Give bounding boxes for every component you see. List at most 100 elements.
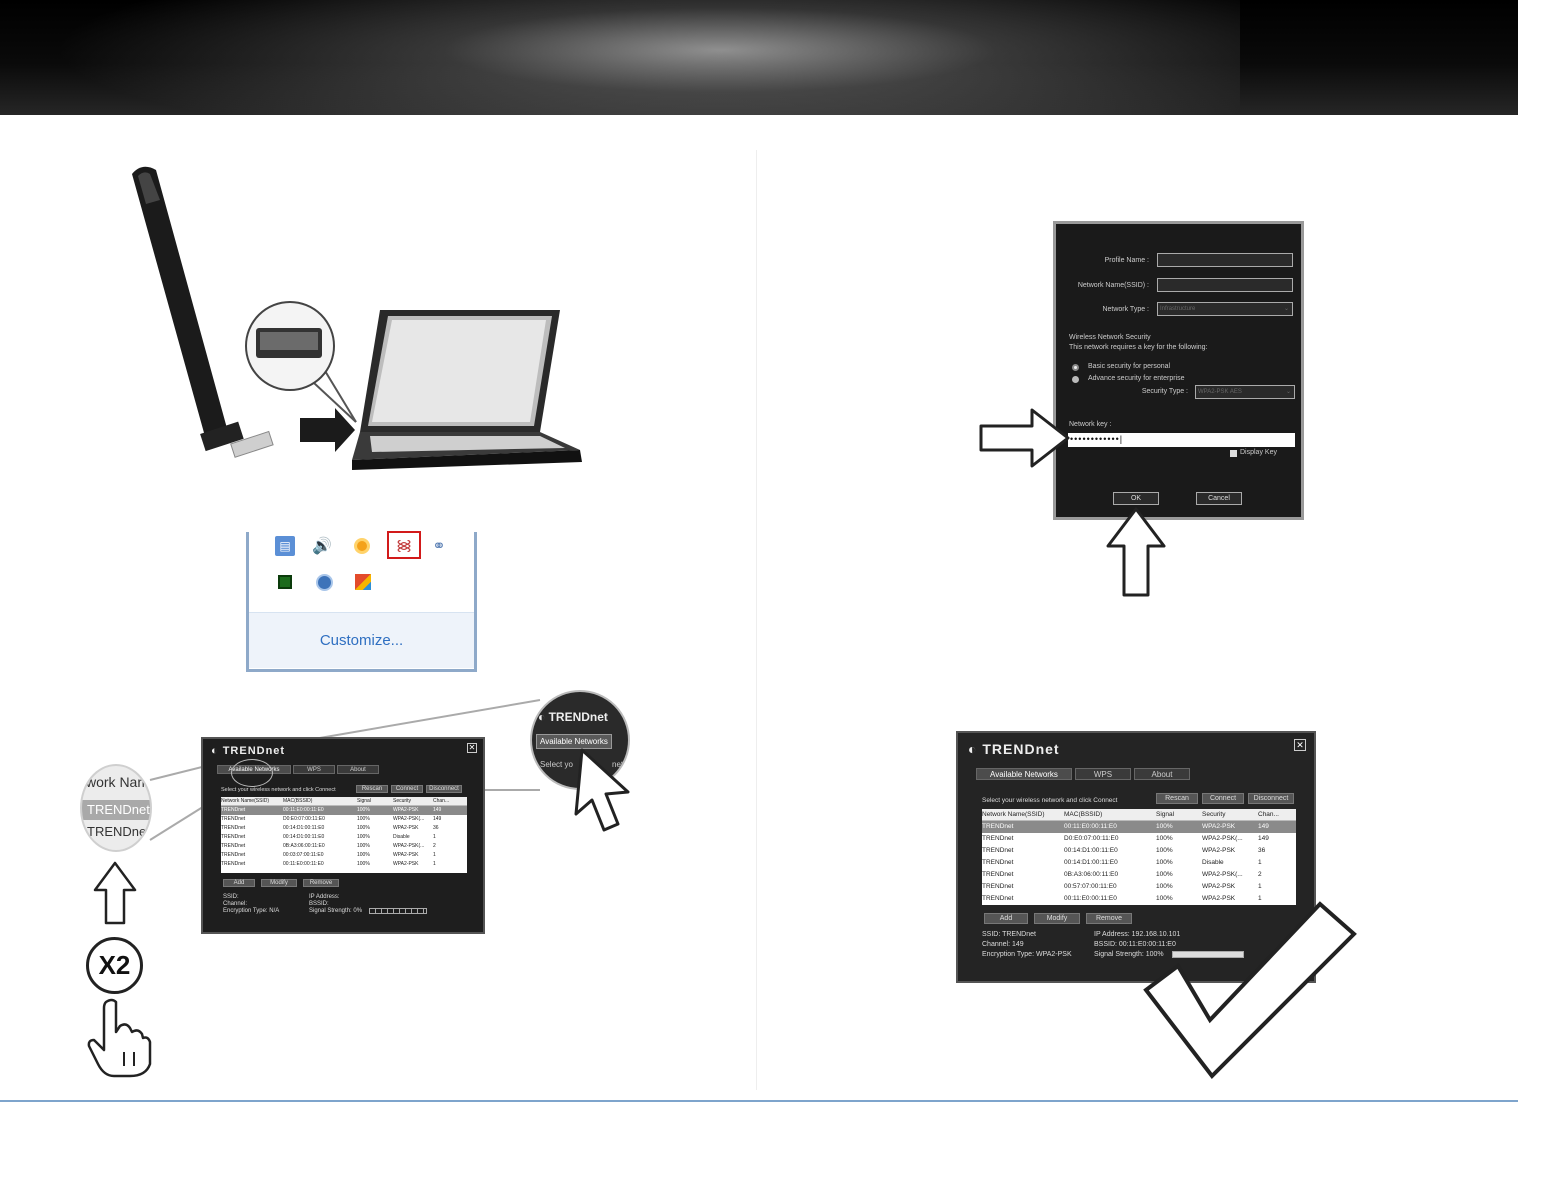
network-key-label: Network key :: [1069, 421, 1112, 428]
usb-port-magnifier: [245, 301, 357, 423]
table-cell: TRENDnet: [221, 852, 246, 858]
table-cell: 1: [433, 861, 436, 867]
close-icon[interactable]: ✕: [467, 743, 477, 753]
action-center-icon[interactable]: ▤: [275, 536, 295, 556]
wireless-utility-icon[interactable]: ᯼: [387, 531, 421, 559]
advance-security-label: Advance security for enterprise: [1088, 375, 1185, 382]
remove-button[interactable]: Remove: [1086, 913, 1132, 924]
add-button[interactable]: Add: [223, 879, 255, 887]
profile-name-label: Profile Name :: [1104, 257, 1149, 264]
security-type-select[interactable]: WPA2-PSK AES⌄: [1195, 385, 1295, 399]
network-name-field[interactable]: [1157, 278, 1293, 292]
status-signal: Signal Strength: 0%: [309, 908, 363, 914]
connect-button[interactable]: Connect: [391, 785, 423, 793]
table-cell: 1: [1258, 895, 1262, 902]
table-cell: 00:14:D1:00:11:E0: [283, 834, 325, 840]
table-cell: 00:11:E0:00:11:E0: [283, 861, 324, 867]
arrow-right-icon: [300, 408, 355, 452]
rescan-button[interactable]: Rescan: [356, 785, 388, 793]
table-cell: TRENDnet: [982, 895, 1014, 902]
remove-button[interactable]: Remove: [303, 879, 339, 887]
disconnect-button[interactable]: Disconnect: [426, 785, 462, 793]
column-divider: [756, 150, 757, 1090]
table-cell: 0B:A3:06:00:11:E0: [1064, 871, 1119, 878]
table-cell: TRENDnet: [982, 883, 1014, 890]
status-encryption: Encryption Type: N/A: [223, 908, 280, 914]
table-cell: TRENDnet: [982, 871, 1014, 878]
table-cell: 2: [1258, 871, 1262, 878]
network-type-select[interactable]: Infrastructure⌄: [1157, 302, 1293, 316]
network-list[interactable]: Network Name(SSID) MAC(BSSID) Signal Sec…: [221, 797, 467, 873]
table-cell: 36: [1258, 847, 1266, 854]
profile-name-field[interactable]: [1157, 253, 1293, 267]
colorful-app-icon[interactable]: [353, 572, 373, 592]
network-key-field[interactable]: ••••••••••••|: [1068, 433, 1295, 447]
display-key-label: Display Key: [1240, 449, 1277, 456]
disconnect-button[interactable]: Disconnect: [1248, 793, 1294, 804]
table-cell: 100%: [1156, 835, 1173, 842]
network-list[interactable]: Network Name(SSID) MAC(BSSID) Signal Sec…: [982, 809, 1296, 905]
status-channel: Channel:: [223, 901, 248, 907]
advance-security-radio[interactable]: [1072, 376, 1079, 383]
signal-meter: [369, 908, 427, 914]
table-cell: 100%: [357, 834, 370, 840]
table-cell: TRENDnet: [982, 847, 1014, 854]
cancel-button[interactable]: Cancel: [1196, 492, 1242, 505]
table-cell: 1: [1258, 883, 1262, 890]
tab-about[interactable]: About: [1134, 768, 1190, 780]
tab-about[interactable]: About: [337, 765, 379, 774]
zoom-header-text: work Nam: [86, 774, 150, 790]
table-cell: 100%: [1156, 859, 1173, 866]
rescan-button[interactable]: Rescan: [1156, 793, 1198, 804]
ok-button[interactable]: OK: [1113, 492, 1159, 505]
laptop-image: [352, 310, 582, 470]
customize-link[interactable]: Customize...: [249, 612, 474, 668]
basic-security-radio[interactable]: [1072, 364, 1079, 371]
display-key-checkbox[interactable]: [1230, 450, 1237, 457]
table-cell: Disable: [1202, 859, 1224, 866]
tab-wps[interactable]: WPS: [293, 765, 335, 774]
table-cell: TRENDnet: [982, 823, 1014, 830]
green-app-icon[interactable]: [275, 572, 295, 592]
table-cell: 00:14:D1:00:11:E0: [283, 825, 325, 831]
table-cell: 149: [1258, 835, 1269, 842]
blue-compass-icon[interactable]: [314, 572, 334, 592]
modify-button[interactable]: Modify: [1034, 913, 1080, 924]
add-button[interactable]: Add: [984, 913, 1028, 924]
hand-pointer-icon: [87, 998, 152, 1078]
close-icon[interactable]: ✕: [1294, 739, 1306, 751]
security-type-label: Security Type :: [1141, 388, 1188, 395]
table-cell: 36: [433, 825, 439, 831]
table-cell: 100%: [1156, 871, 1173, 878]
table-cell: 00:14:D1:00:11:E0: [1064, 847, 1118, 854]
table-cell: WPA2-PSK: [1202, 895, 1236, 902]
tab-available-networks[interactable]: Available Networks: [976, 768, 1072, 780]
table-cell: WPA2-PSK: [393, 807, 419, 813]
modify-button[interactable]: Modify: [261, 879, 297, 887]
table-cell: WPA2-PSK(...: [393, 843, 425, 849]
status-bssid: BSSID:: [309, 901, 329, 907]
network-link-icon[interactable]: ⚭: [432, 538, 446, 555]
table-cell: 00:11:E0:00:11:E0: [1064, 823, 1117, 830]
volume-icon[interactable]: 🔊: [312, 538, 332, 555]
connect-button[interactable]: Connect: [1202, 793, 1244, 804]
arrow-right-outline-icon: [979, 408, 1070, 468]
table-header: Network Name(SSID) MAC(BSSID) Signal Sec…: [221, 797, 467, 806]
tab-wps[interactable]: WPS: [1075, 768, 1131, 780]
network-name-label: Network Name(SSID) :: [1077, 282, 1149, 289]
orange-app-icon[interactable]: [352, 536, 372, 556]
